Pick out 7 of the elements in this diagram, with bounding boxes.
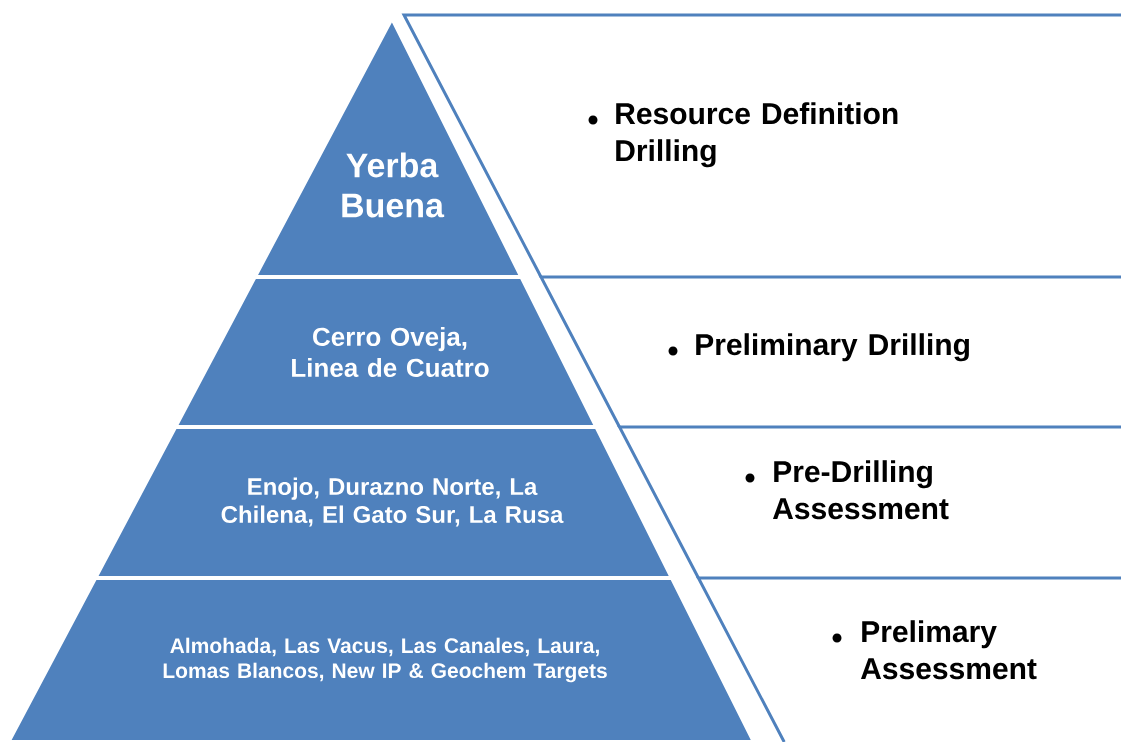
node-label: Preliminary Drilling bbox=[696, 333, 969, 362]
text-panel: Prelimary Assessment bbox=[695, 576, 1121, 742]
text-panel: Preliminary Drilling bbox=[538, 275, 1121, 428]
node-label: Resource Definition Drilling bbox=[616, 102, 898, 168]
node-label: Pre-Drilling Assessment bbox=[772, 460, 949, 520]
text-panel: Pre-Drilling Assessment bbox=[617, 425, 1121, 579]
node-label: Prelimary Assessment bbox=[860, 620, 1037, 680]
